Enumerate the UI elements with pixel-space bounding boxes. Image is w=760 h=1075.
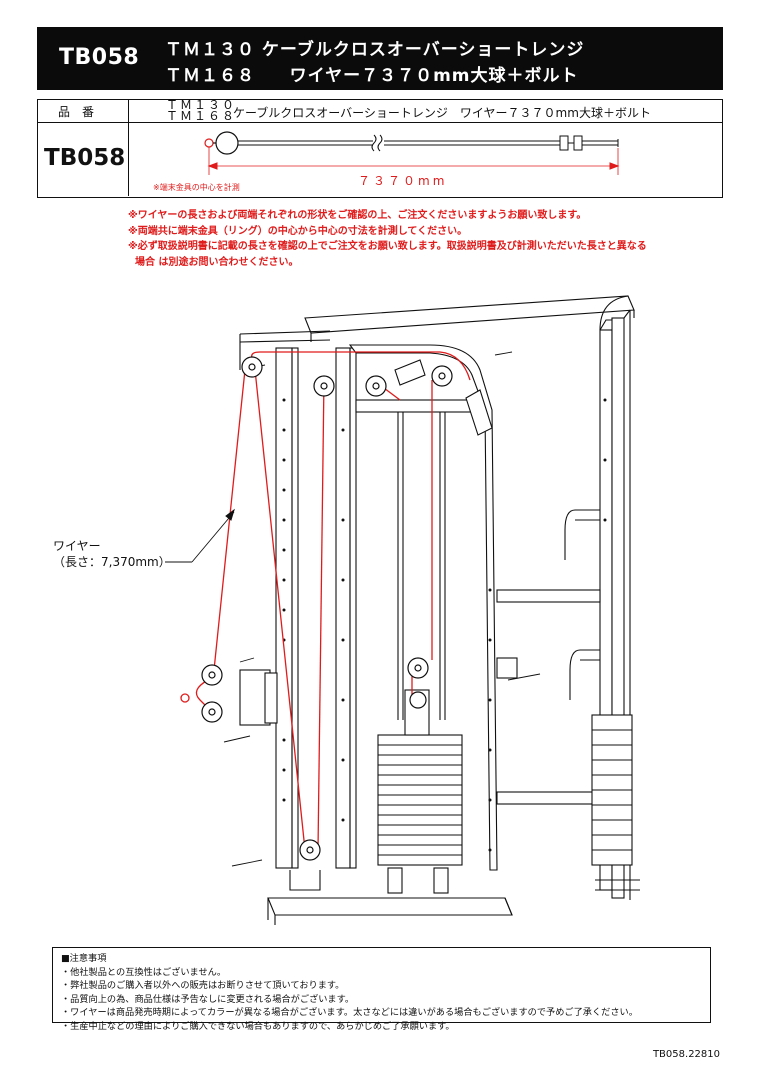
wire-dimension: ７３７０mm	[358, 174, 448, 188]
caution-title: ■注意事項	[61, 953, 107, 964]
note-line: ※ワイヤーの長さおよび両端それぞれの形状をご確認の上、ご注文くださいますようお願…	[128, 210, 587, 221]
title-line-2: ＴＭ１６８ ワイヤー７３７０mm大球＋ボルト	[165, 66, 579, 86]
caution-item: ・弊社製品のご購入者以外への販売はお断りさせて頂いております。	[61, 980, 345, 991]
wire-leader-line	[165, 508, 235, 563]
title-banner: TB058 ＴＭ１３０ ケーブルクロスオーバーショートレンジ ＴＭ１６８ ワイヤ…	[37, 27, 723, 90]
wire-label: ワイヤー （長さ：7,370mm）	[53, 538, 171, 570]
upright-holes	[282, 398, 607, 852]
spec-table: 品番 TB058 ＴＭ１３０ ＴＭ１６８ ケーブルクロスオーバーショートレンジ …	[37, 99, 723, 198]
product-description: ケーブルクロスオーバーショートレンジ ワイヤー７３７０mm大球＋ボルト	[233, 106, 651, 120]
wire-illustration	[204, 131, 619, 155]
note-line: ※必ず取扱説明書に記載の長さを確認の上でご注文をお願い致します。取扱説明書及び計…	[128, 241, 647, 252]
table-product-code: TB058	[44, 145, 126, 171]
caution-box: ■注意事項 ・他社製品との互換性はございません。 ・弊社製品のご購入者以外への販…	[52, 947, 711, 1032]
table-divider-vertical	[128, 100, 129, 196]
bolt-hardware	[223, 351, 541, 867]
model-1: ＴＭ１３０	[166, 98, 237, 112]
dimension-line	[207, 147, 620, 175]
caution-item: ・生産中止などの理由によりご購入できない場合もありますので、あらかじめご了承願い…	[61, 1020, 455, 1032]
cable-machine-drawing	[223, 295, 640, 925]
caution-item: ・他社製品との互換性はございません。	[61, 966, 227, 978]
wire-label-title: ワイヤー	[53, 539, 101, 553]
measure-center-note: ※端末金具の中心を計測	[153, 183, 240, 192]
product-code: TB058	[59, 45, 140, 70]
title-line-1: ＴＭ１３０ ケーブルクロスオーバーショートレンジ	[165, 40, 585, 60]
order-notes: ※ワイヤーの長さおよび両端それぞれの形状をご確認の上、ご注文くださいますようお願…	[128, 208, 647, 270]
document-id: TB058.22810	[652, 1049, 720, 1060]
table-divider-horizontal	[38, 122, 722, 123]
label-hinban: 品番	[58, 105, 107, 119]
note-line: ※両端共に端末金具（リング）の中心から中心の寸法を計測してください。	[128, 225, 468, 237]
caution-item: ・品質向上の為、商品仕様は予告なしに変更される場合がございます。	[61, 993, 355, 1005]
pulleys	[201, 356, 453, 861]
wire-path	[180, 351, 471, 851]
model-numbers: ＴＭ１３０ ＴＭ１６８	[166, 98, 237, 123]
caution-item: ・ワイヤーは商品発売時期によってカラーが異なる場合がございます。太さなどには違い…	[61, 1007, 638, 1018]
note-line: 場合 は別途お問い合わせください。	[128, 256, 299, 268]
model-2: ＴＭ１６８	[166, 109, 237, 123]
wire-label-length: （長さ：7,370mm）	[53, 555, 171, 569]
